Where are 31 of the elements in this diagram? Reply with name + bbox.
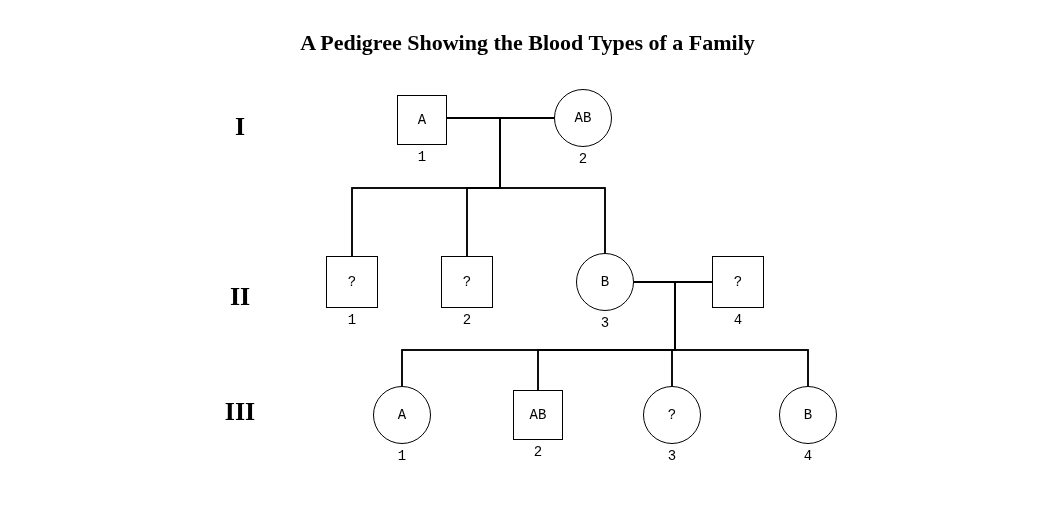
descent-line	[674, 281, 809, 387]
generation-label: I	[233, 112, 247, 142]
blood-type: ?	[347, 274, 357, 290]
individual-number: 1	[346, 312, 358, 328]
individual-number: 2	[532, 444, 544, 460]
blood-type: A	[417, 112, 427, 128]
individual-number: 3	[599, 315, 611, 331]
diagram-title: A Pedigree Showing the Blood Types of a Family	[299, 30, 756, 56]
individual-number: 2	[577, 151, 589, 167]
generation-label: III	[223, 397, 257, 427]
blood-type: ?	[462, 274, 472, 290]
blood-type: A	[397, 407, 407, 423]
male-square	[712, 256, 764, 308]
individual-number: 4	[732, 312, 744, 328]
individual-number: 2	[461, 312, 473, 328]
blood-type: B	[600, 274, 610, 290]
individual-number: 1	[396, 448, 408, 464]
individual-number: 1	[416, 149, 428, 165]
descent-line	[499, 117, 606, 254]
male-square	[326, 256, 378, 308]
male-square	[397, 95, 447, 145]
generation-label: II	[228, 282, 252, 312]
blood-type: ?	[733, 274, 743, 290]
individual-number: 3	[666, 448, 678, 464]
blood-type: AB	[529, 407, 547, 423]
blood-type: ?	[667, 407, 677, 423]
male-square	[441, 256, 493, 308]
blood-type: B	[803, 407, 813, 423]
male-square	[513, 390, 563, 440]
individual-number: 4	[802, 448, 814, 464]
blood-type: AB	[574, 110, 592, 126]
